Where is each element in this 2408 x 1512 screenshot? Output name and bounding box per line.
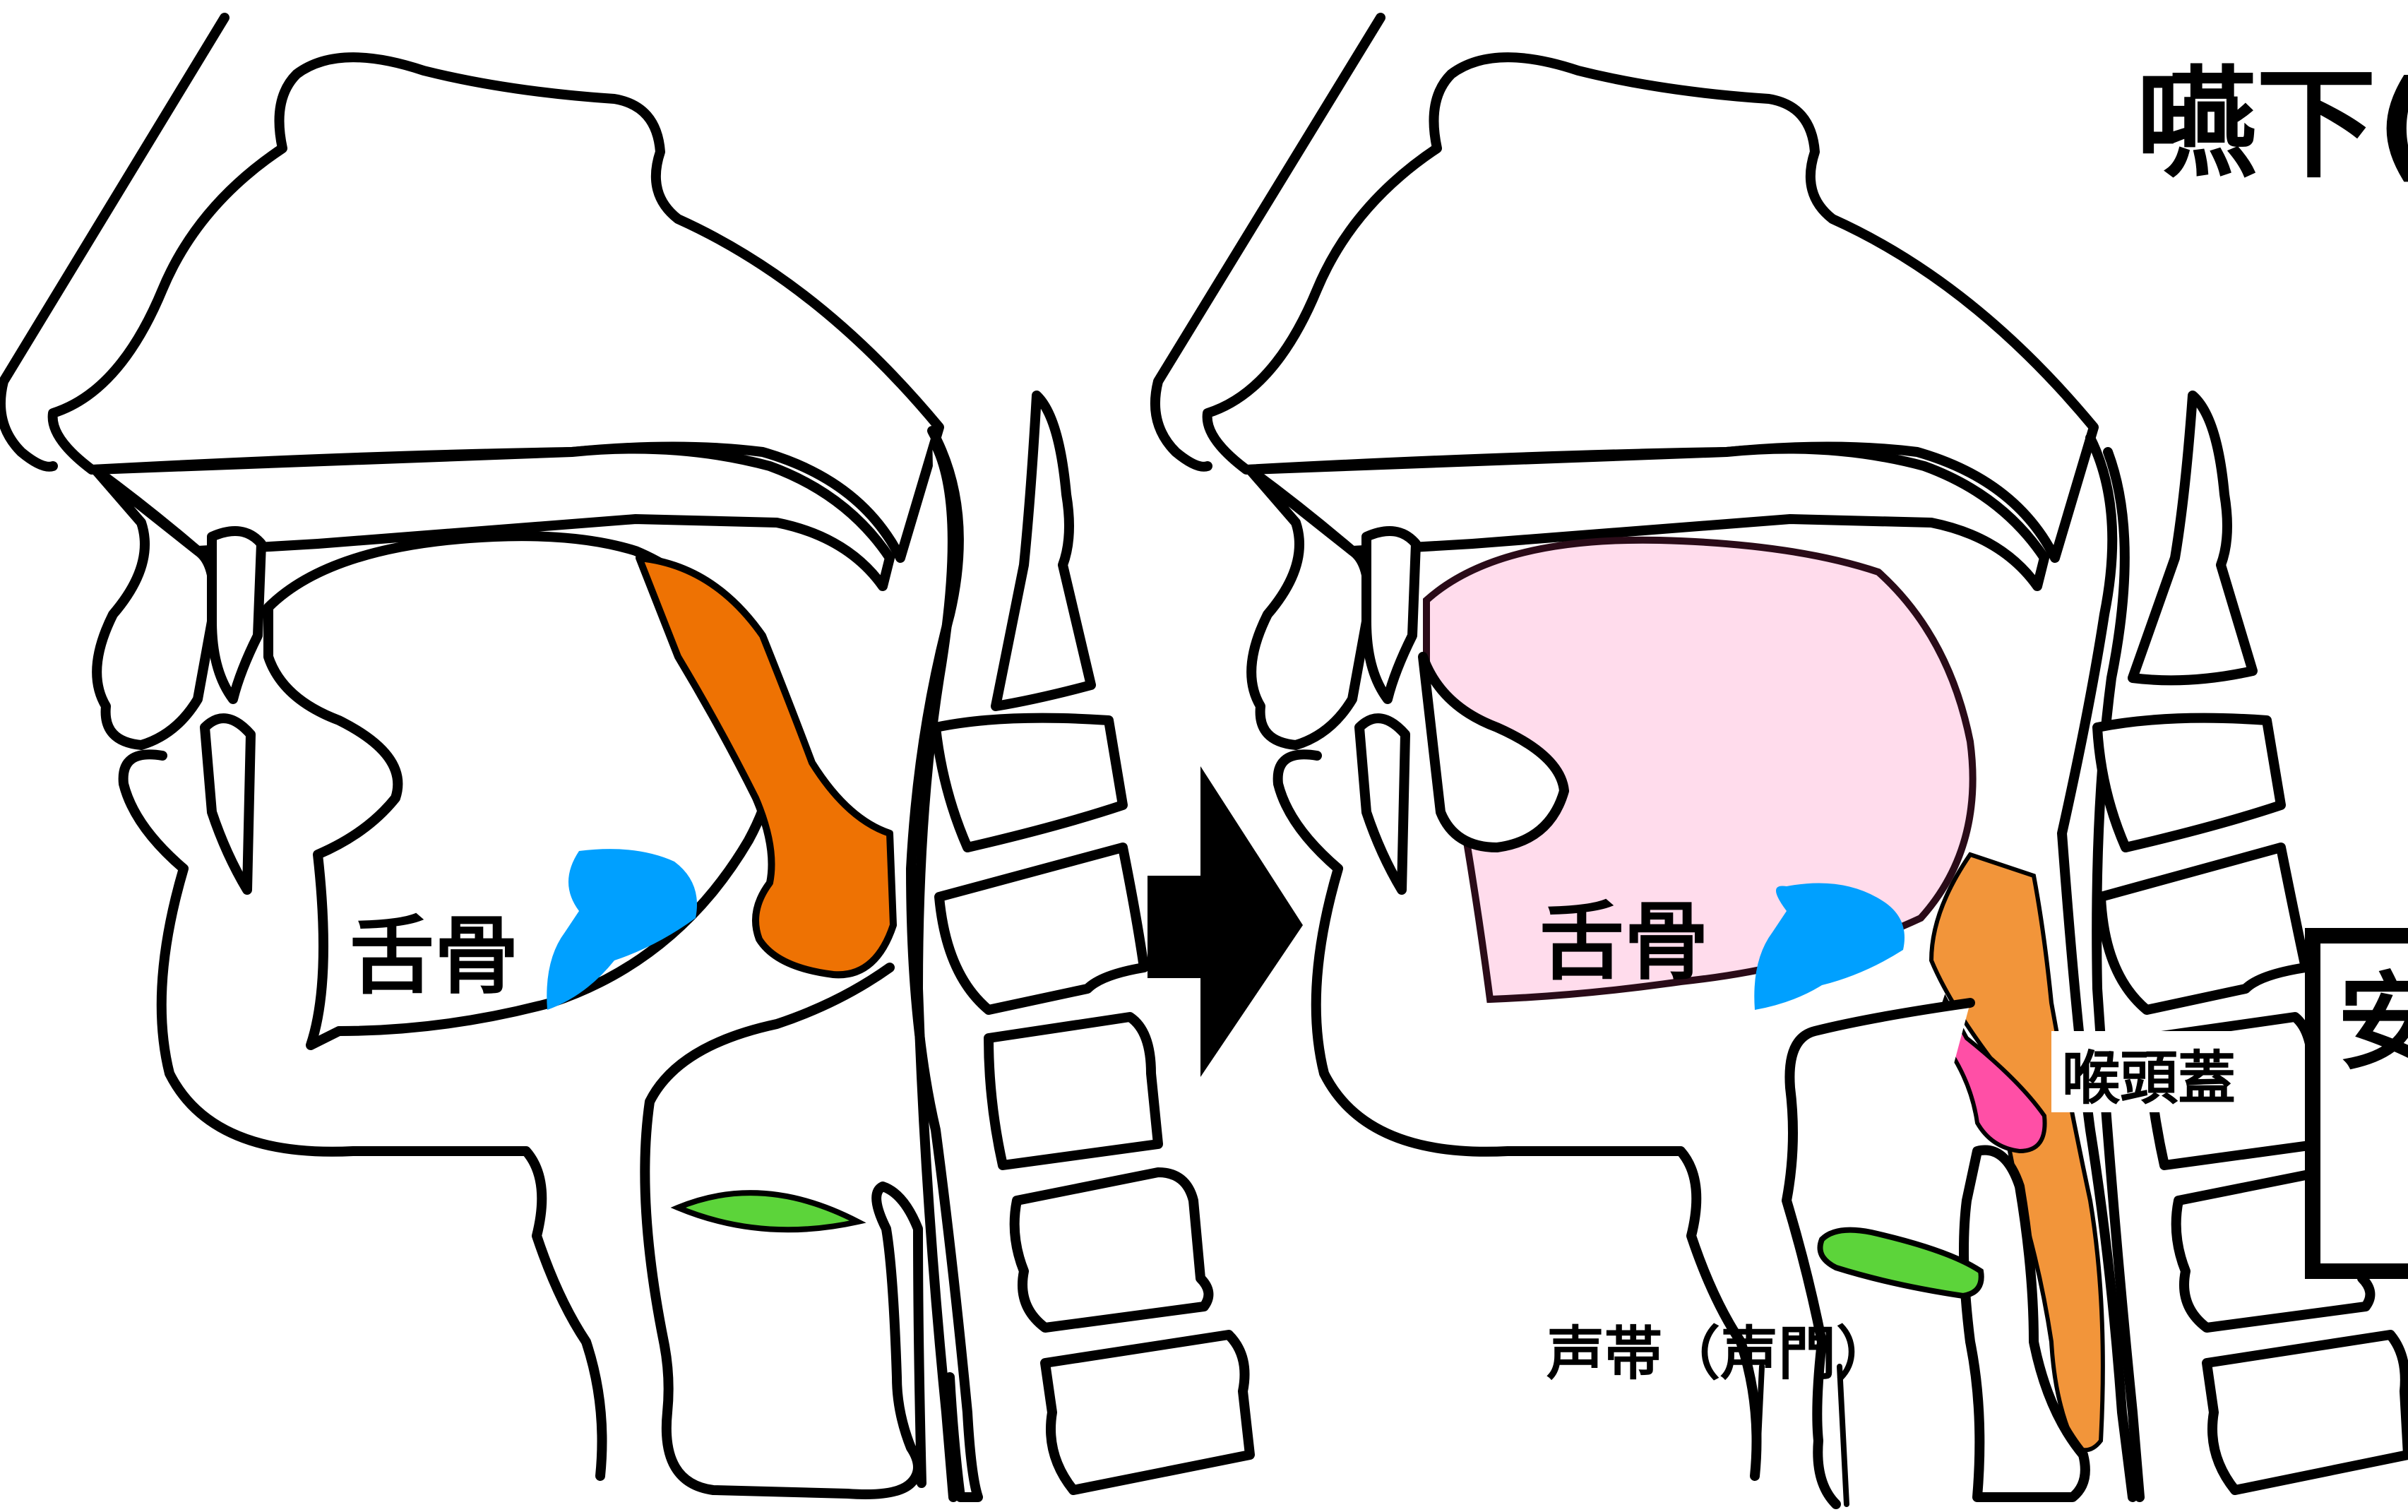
right-upper-teeth <box>1366 531 1416 699</box>
left-upper-teeth <box>212 531 261 699</box>
vocal-cords-label: 声帯（声門） <box>1546 1321 1894 1388</box>
left-panel-head: 舌骨 <box>1 18 1250 1497</box>
right-panel-head: 舌骨 喉頭蓋 声帯（声門） <box>1155 18 2408 1504</box>
right-hyoid-label: 舌骨 <box>1539 893 1709 992</box>
epiglottis-label: 喉頭蓋 <box>2062 1045 2236 1112</box>
left-hyoid-label: 舌骨 <box>350 907 519 1006</box>
boxed-label: 安 <box>2337 962 2408 1085</box>
page-title: 嚥下( <box>2136 55 2408 195</box>
transition-arrow <box>1148 766 1303 1077</box>
